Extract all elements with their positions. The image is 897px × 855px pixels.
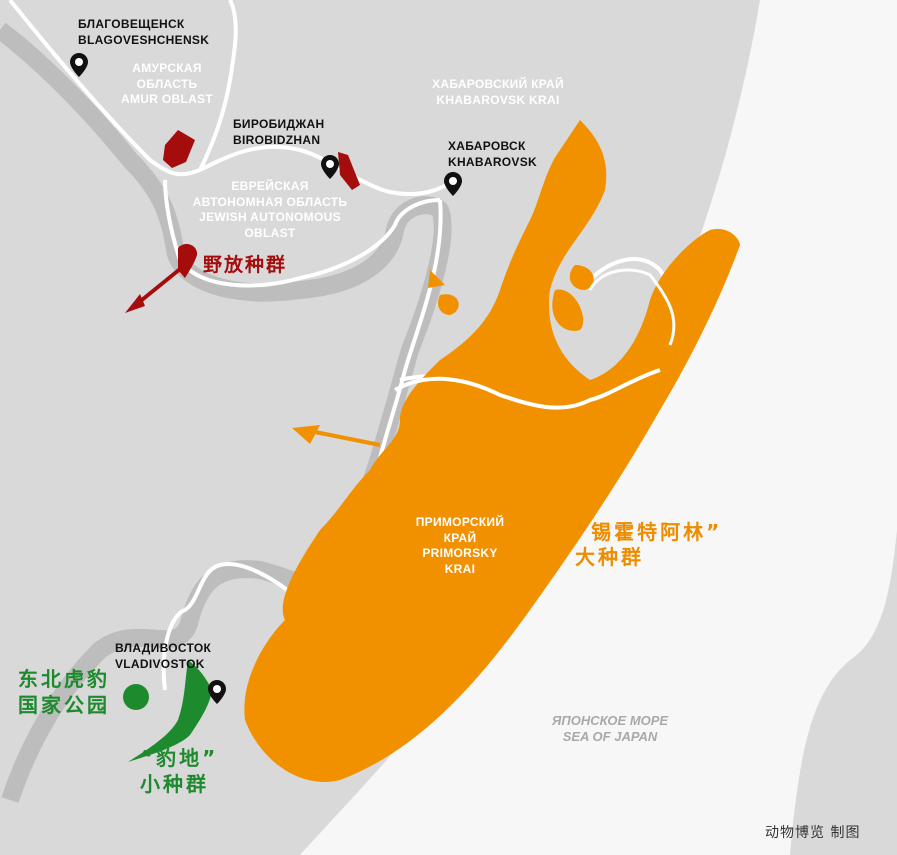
leopard-land-population-area [128,660,212,762]
region-name-en: KRAI [444,561,476,576]
city-name-en: BIROBIDZHAN [233,132,321,147]
sikhote-alin-population-area [244,120,741,782]
city-name-ru: ВЛАДИВОСТОК [115,641,212,655]
city-name-ru: БИРОБИДЖАН [233,117,325,131]
city-name-ru: БЛАГОВЕЩЕНСК [78,17,185,31]
region-name-ru: АВТОНОМНАЯ ОБЛАСТЬ [192,194,348,209]
map-pin-icon [208,680,226,704]
region-label-khabarovsk-krai: ХАБАРОВСКИЙ КРАЙ KHABAROVSK KRAI [418,77,578,108]
city-label-khabarovsk: ХАБАРОВСК KHABAROVSK [448,139,537,170]
region-label-primorsky-krai: ПРИМОРСКИЙ КРАЙ PRIMORSKY KRAI [405,515,515,577]
sea-name-ru: ЯПОНСКОЕ МОРЕ [551,713,669,728]
city-label-vladivostok: ВЛАДИВОСТОК VLADIVOSTOK [115,641,211,672]
region-name-ru: ХАБАРОВСКИЙ КРАЙ [432,77,564,91]
region-name-ru: КРАЙ [443,530,477,545]
region-label-jewish-autonomous-oblast: ЕВРЕЙСКАЯ АВТОНОМНАЯ ОБЛАСТЬ JEWISH AUTO… [185,179,355,241]
release-area-jao [178,244,198,278]
region-name-ru: АМУРСКАЯ [132,61,202,75]
region-name-ru: ЕВРЕЙСКАЯ [231,179,309,193]
sea-label-sea-of-japan: ЯПОНСКОЕ МОРЕ SEA OF JAPAN [540,713,680,746]
map-credit: 动物博览 制图 [765,825,861,841]
city-name-en: VLADIVOSTOK [115,656,205,671]
population-name: “豹地” [140,746,219,770]
park-name-line2: 国家公园 [18,693,110,717]
city-name-en: KHABAROVSK [448,154,538,169]
population-type: 大种群 [575,545,644,569]
region-label-amur-oblast: АМУРСКАЯ ОБЛАСТЬ AMUR OBLAST [112,61,222,108]
region-name-en: AMUR OBLAST [121,92,213,107]
park-name-line1: 东北虎豹 [18,667,110,691]
release-population-label: 野放种群 [203,254,288,276]
right-landmass [790,530,897,855]
region-name-en: KHABAROVSK KRAI [436,92,560,107]
sikhote-alin-population-label: “锡霍特阿林” 大种群 [575,520,722,570]
map-pin-icon [70,53,88,77]
region-name-ru: ОБЛАСТЬ [136,76,198,91]
region-name-en: PRIMORSKY [422,546,498,561]
map-pin-icon [444,172,462,196]
release-area-birobidzhan [338,152,360,190]
city-name-ru: ХАБАРОВСК [448,139,526,153]
map-pin-icon [321,155,339,179]
region-name-ru: ПРИМОРСКИЙ [415,515,505,529]
release-area-amur [163,130,195,168]
region-name-en: OBLAST [244,225,296,240]
city-label-birobidzhan: БИРОБИДЖАН BIROBIDZHAN [233,117,324,148]
city-name-en: BLAGOVESHCHENSK [78,32,210,47]
population-type: 小种群 [140,772,209,796]
region-name-en: JEWISH AUTONOMOUS [199,210,341,225]
city-label-blagoveshchensk: БЛАГОВЕЩЕНСК BLAGOVESHCHENSK [78,17,209,48]
sea-name-en: SEA OF JAPAN [562,729,658,745]
national-park-marker [123,684,149,710]
national-park-label: 东北虎豹 国家公园 [18,666,110,718]
population-name: “锡霍特阿林” [575,520,723,544]
leopard-land-population-label: “豹地” 小种群 [140,745,218,797]
